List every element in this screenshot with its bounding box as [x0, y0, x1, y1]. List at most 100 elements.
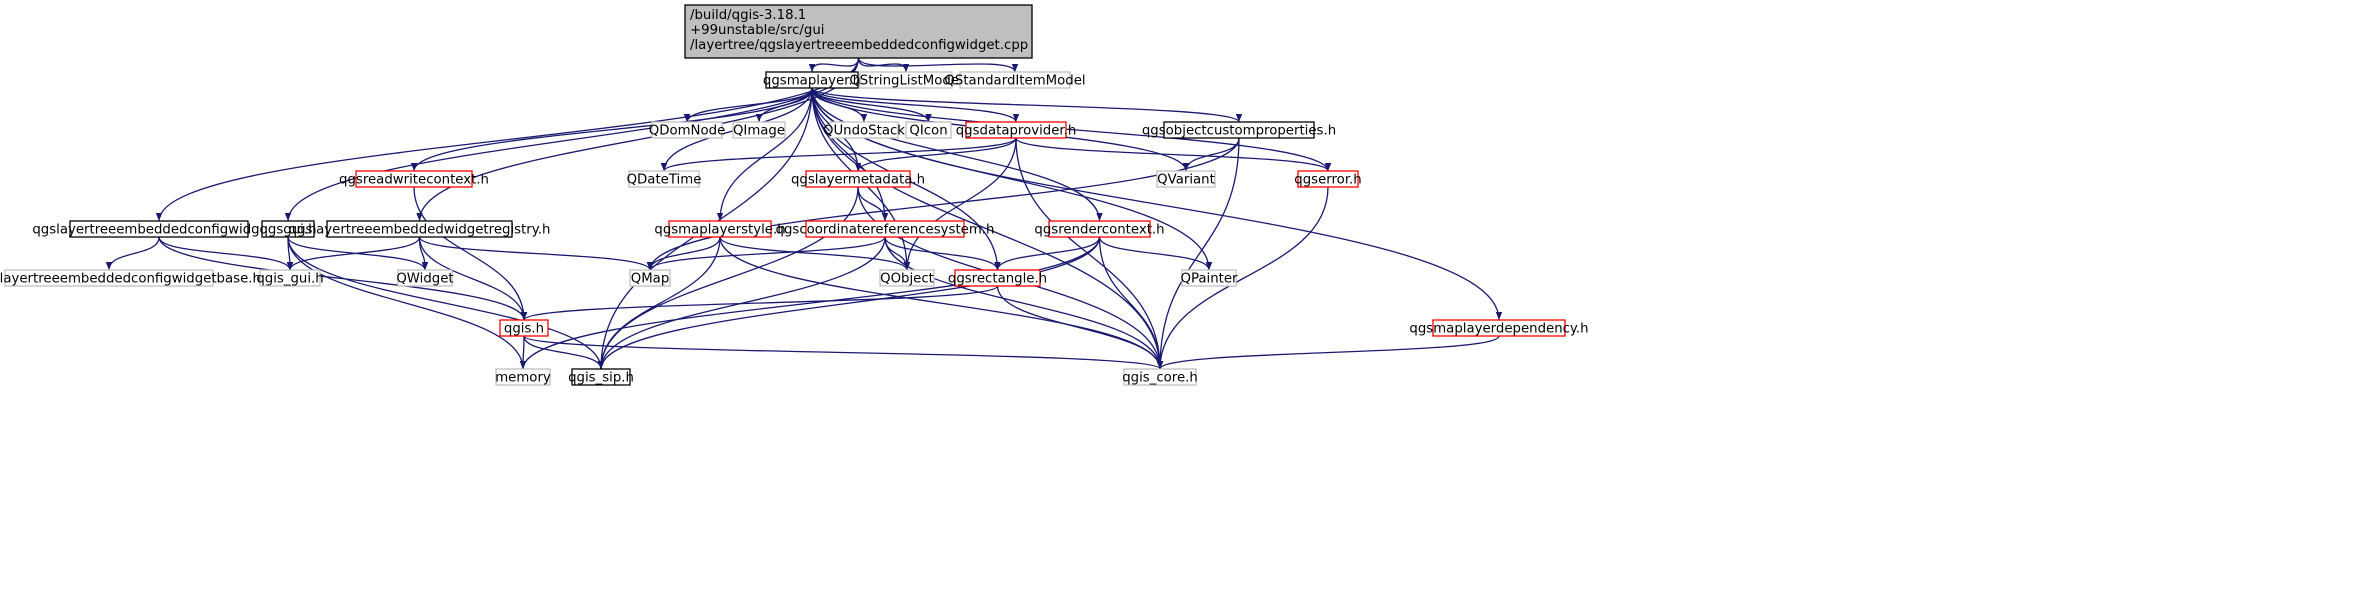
node-label-qgsmaplayerdependency: qgsmaplayerdependency.h — [1409, 322, 1588, 337]
node-qimage[interactable]: QImage — [732, 121, 786, 139]
dependency-edges — [105, 57, 1503, 370]
node-box-qicon — [905, 121, 952, 139]
node-qdatetime[interactable]: QDateTime — [627, 170, 702, 188]
edge-qgsgui-to-qgis_sip — [287, 236, 605, 370]
node-qgis_sip[interactable]: qgis_sip.h — [568, 368, 634, 386]
node-qwidget[interactable]: QWidget — [396, 269, 454, 287]
node-root[interactable]: /build/qgis-3.18.1+99unstable/src/gui/la… — [684, 4, 1033, 59]
node-label-qmap: QMap — [631, 272, 670, 287]
node-box-qgsmaplayer — [765, 71, 859, 89]
node-box-qgis_core — [1123, 368, 1197, 386]
edge-qgslayertreeembeddedconfigwidget-to-qgis — [158, 236, 528, 321]
edge-qgslayertreeembeddedwidgetregistry-to-qmap — [418, 236, 654, 271]
edge-qgsmaplayerstyle-to-qobject — [719, 236, 911, 271]
node-box-qgsrectangle — [954, 269, 1041, 287]
edge-qgsmaplayerstyle-to-qmap — [646, 236, 721, 271]
node-qgsmaplayerstyle[interactable]: qgsmaplayerstyle.h — [654, 220, 786, 238]
node-box-qgscoordinatereferencesystem — [805, 220, 965, 238]
edge-qgsrendercontext-to-qgis_core — [1098, 236, 1164, 370]
node-label-root: +99unstable/src/gui — [690, 23, 824, 38]
node-label-qgis_gui: qgis_gui.h — [256, 272, 323, 287]
node-label-qdatetime: QDateTime — [627, 173, 702, 188]
edge-qgsobjectcustomproperties-to-qmap — [646, 137, 1240, 271]
node-box-qmap — [629, 269, 671, 287]
node-qgscoordinatereferencesystem[interactable]: qgscoordinatereferencesystem.h — [776, 220, 995, 238]
node-box-memory — [495, 368, 551, 386]
node-label-qgslayermetadata: qgslayermetadata.h — [791, 173, 925, 188]
edge-qgsdataprovider-to-qobject — [903, 137, 1017, 271]
node-memory[interactable]: memory — [495, 368, 551, 386]
node-box-qgsgui — [261, 220, 315, 238]
node-qgsrectangle[interactable]: qgsrectangle.h — [948, 269, 1047, 287]
node-qgsrendercontext[interactable]: qgsrendercontext.h — [1034, 220, 1165, 238]
node-qstandarditemmodel[interactable]: QStandardItemModel — [944, 71, 1086, 89]
node-label-qgsrectangle: qgsrectangle.h — [948, 272, 1047, 287]
node-label-qgsreadwritecontext: qgsreadwritecontext.h — [339, 173, 489, 188]
node-box-qvariant — [1156, 170, 1216, 188]
edge-root-to-qgsmaplayer — [808, 57, 860, 73]
node-box-qundostack — [829, 121, 899, 139]
node-box-qgsrendercontext — [1048, 220, 1151, 238]
edge-qgsmaplayer-to-qgsobjectcustomproperties — [811, 87, 1243, 123]
node-box-qstandarditemmodel — [959, 71, 1071, 89]
node-qicon[interactable]: QIcon — [905, 121, 952, 139]
node-label-qgscoordinatereferencesystem: qgscoordinatereferencesystem.h — [776, 223, 995, 238]
node-qundostack[interactable]: QUndoStack — [823, 121, 905, 139]
node-label-qgsdataprovider: qgsdataprovider.h — [956, 124, 1077, 139]
edge-qgsmaplayer-to-qgsreadwritecontext — [410, 87, 813, 172]
node-qgsdataprovider[interactable]: qgsdataprovider.h — [956, 121, 1077, 139]
node-qvariant[interactable]: QVariant — [1156, 170, 1216, 188]
node-box-qgsdataprovider — [965, 121, 1067, 139]
node-qstringlistmodel[interactable]: QStringListModel — [849, 71, 963, 89]
node-label-qvariant: QVariant — [1157, 173, 1215, 188]
node-qgis_gui[interactable]: qgis_gui.h — [256, 269, 324, 287]
node-label-qgsmaplayerstyle: qgsmaplayerstyle.h — [654, 223, 785, 238]
node-qgsobjectcustomproperties[interactable]: qgsobjectcustomproperties.h — [1142, 121, 1336, 139]
node-qgslayertreeembeddedwidgetregistry[interactable]: qgslayertreeembeddedwidgetregistry.h — [289, 220, 551, 238]
node-label-qgis: qgis.h — [504, 322, 544, 337]
edge-root-to-qstringlistmodel — [857, 57, 910, 73]
edge-qgis-to-memory — [519, 335, 527, 370]
node-qobject[interactable]: QObject — [879, 269, 935, 287]
node-qgis[interactable]: qgis.h — [499, 319, 549, 337]
node-qgslayertreeembeddedconfigwidget[interactable]: qgslayertreeembeddedconfigwidget.h — [32, 220, 286, 238]
node-ui_qgslayertreeembeddedconfigwidgetbase[interactable]: ui_qgslayertreeembeddedconfigwidgetbase.… — [0, 269, 261, 287]
node-label-qundostack: QUndoStack — [823, 124, 905, 139]
node-qdomnode[interactable]: QDomNode — [649, 121, 726, 139]
node-box-qgis — [499, 319, 549, 337]
edge-qgsrectangle-to-qgis — [520, 285, 999, 321]
edge-qgis-to-qgis_sip — [523, 335, 605, 370]
node-qgis_core[interactable]: qgis_core.h — [1122, 368, 1198, 386]
node-qmap[interactable]: QMap — [629, 269, 671, 287]
node-qgsmaplayer[interactable]: qgsmaplayer.h — [763, 71, 861, 89]
node-qgslayermetadata[interactable]: qgslayermetadata.h — [791, 170, 925, 188]
node-label-qdomnode: QDomNode — [649, 124, 726, 139]
edge-qgsmaplayer-to-qdomnode — [683, 87, 813, 123]
node-qgserror[interactable]: qgserror.h — [1294, 170, 1362, 188]
node-qgsgui[interactable]: qgsgui.h — [259, 220, 317, 238]
node-box-qdatetime — [628, 170, 700, 188]
node-label-qgserror: qgserror.h — [1294, 173, 1361, 188]
edge-qgsrendercontext-to-qpainter — [1098, 236, 1213, 271]
node-box-qstringlistmodel — [859, 71, 953, 89]
node-qgsmaplayerdependency[interactable]: qgsmaplayerdependency.h — [1409, 319, 1589, 337]
node-label-root: /build/qgis-3.18.1 — [690, 8, 806, 23]
node-box-qobject — [879, 269, 935, 287]
node-label-qgis_sip: qgis_sip.h — [568, 371, 634, 386]
node-qpainter[interactable]: QPainter — [1180, 269, 1238, 287]
edge-qgsobjectcustomproperties-to-qgis_core — [1156, 137, 1240, 370]
node-box-qdomnode — [651, 121, 723, 139]
node-label-qgis_core: qgis_core.h — [1122, 371, 1198, 386]
node-box-qimage — [732, 121, 786, 139]
edge-qgslayermetadata-to-qgis_sip — [597, 186, 859, 370]
edge-qgsdataprovider-to-qgslayermetadata — [854, 137, 1017, 172]
node-label-qgsgui: qgsgui.h — [259, 223, 316, 238]
node-box-qpainter — [1181, 269, 1237, 287]
node-label-memory: memory — [495, 371, 551, 386]
node-label-ui_qgslayertreeembeddedconfigwidgetbase: ui_qgslayertreeembeddedconfigwidgetbase.… — [0, 272, 261, 287]
edge-qgsmaplayerdependency-to-qgis_core — [1156, 335, 1500, 370]
edge-qgsmaplayer-to-qgsdataprovider — [811, 87, 1020, 123]
node-label-qicon: QIcon — [909, 124, 947, 139]
node-qgsreadwritecontext[interactable]: qgsreadwritecontext.h — [339, 170, 489, 188]
edge-qgslayertreeembeddedconfigwidget-to-ui_qgslayertreeembeddedconfigwidgetbase — [105, 236, 160, 271]
